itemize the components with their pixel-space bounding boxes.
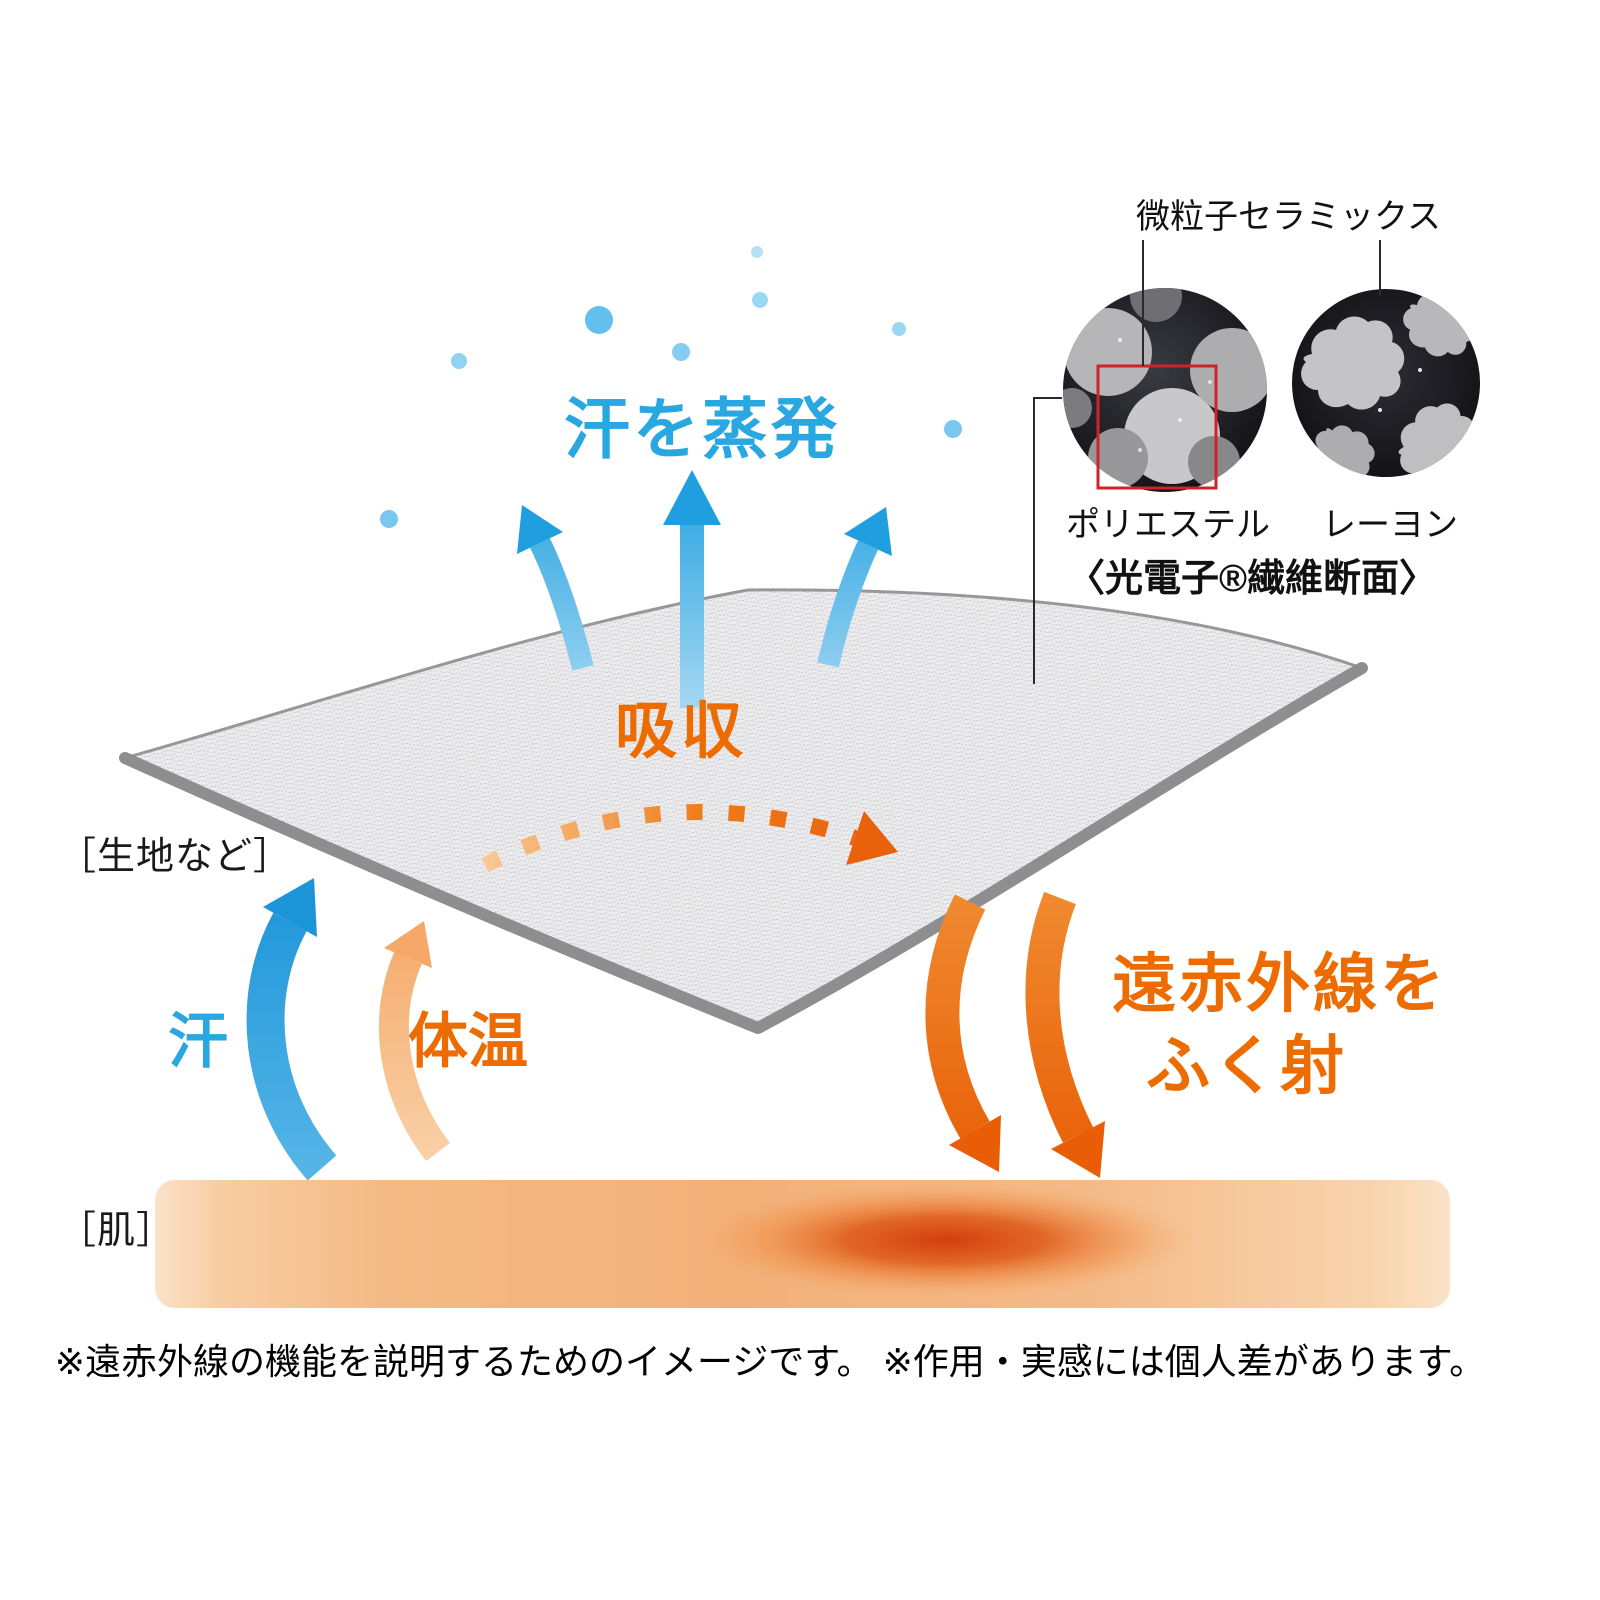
absorption-arrow — [481, 804, 898, 873]
ceramics-label: 微粒子セラミックス — [1136, 198, 1441, 236]
steam-bubble — [751, 246, 763, 258]
steam-bubble — [892, 322, 906, 336]
skin-label: ［肌］ — [58, 1210, 176, 1252]
far-infrared-label-line2: ふく射 — [1146, 1030, 1347, 1102]
steam-bubbles — [380, 246, 962, 528]
sweat-arrow — [246, 878, 337, 1181]
body-temp-label: 体温 — [408, 1008, 528, 1075]
sweat-label: 汗 — [168, 1008, 228, 1075]
skin-band — [155, 1180, 1450, 1308]
fabric-label: ［生地など］ — [58, 836, 293, 878]
absorption-arrowhead — [846, 811, 898, 865]
steam-bubble — [380, 510, 398, 528]
steam-bubble — [451, 353, 467, 369]
far-infrared-arrows — [925, 891, 1105, 1178]
rayon-label: レーヨン — [1322, 506, 1458, 544]
polyester-photo-circle — [1063, 288, 1267, 492]
evaporate-label: 汗を蒸発 — [564, 392, 840, 466]
body-temp-arrow — [379, 921, 451, 1162]
mesh-front-edge — [119, 662, 1368, 1034]
steam-bubble — [672, 343, 690, 361]
steam-bubble — [752, 292, 768, 308]
heat-hotspot — [695, 1182, 1195, 1298]
steam-bubble — [585, 306, 613, 334]
polyester-label: ポリエステル — [1066, 506, 1270, 544]
evaporation-arrows — [517, 470, 892, 708]
far-infrared-label-line1: 遠赤外線を — [1112, 948, 1447, 1020]
steam-bubble — [944, 420, 962, 438]
absorb-label: 吸収 — [614, 697, 748, 766]
red-highlight-box — [1096, 364, 1218, 490]
disclaimer-note: ※遠赤外線の機能を説明するためのイメージです。 ※作用・実感には個人差があります… — [54, 1341, 1486, 1382]
mesh-to-inset-connector-line — [1033, 397, 1062, 684]
fiber-cross-section-label: 〈光電子®繊維断面〉 — [1067, 558, 1437, 600]
rayon-photo-circle — [1292, 289, 1480, 477]
